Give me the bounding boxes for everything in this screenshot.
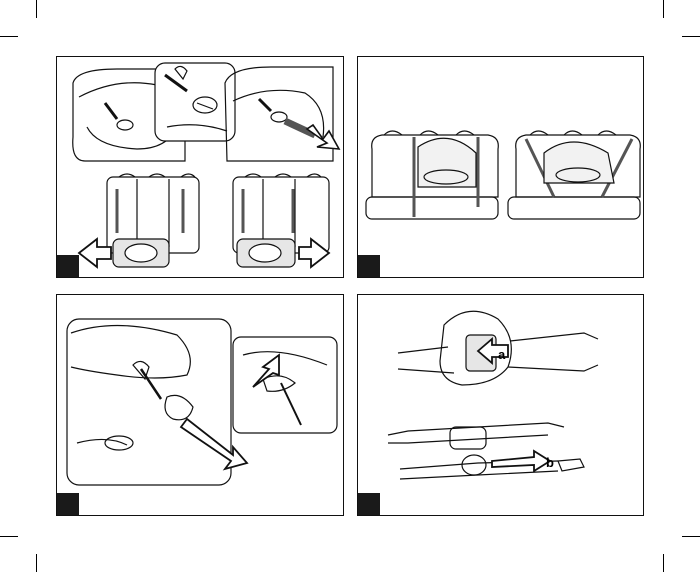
instruction-panel-clip-attachment xyxy=(56,294,344,516)
crop-mark xyxy=(0,36,18,37)
instruction-panel-seat-belt-routing xyxy=(56,56,344,278)
crop-mark xyxy=(663,554,664,572)
step-number-tab xyxy=(57,255,79,277)
step-number-tab xyxy=(358,255,380,277)
illustration-belt-clip-and-seats xyxy=(57,57,345,279)
step-number-tab xyxy=(57,493,79,515)
instruction-panel-belt-release: a b xyxy=(357,294,644,516)
illustration-clip-insert xyxy=(57,295,345,517)
instruction-panel-carrycot-on-back-seat xyxy=(357,56,644,278)
crop-mark xyxy=(36,0,37,18)
crop-mark xyxy=(663,0,664,18)
illustration-buckle-release: a b xyxy=(358,295,645,517)
crop-mark xyxy=(682,536,700,537)
step-number-tab xyxy=(358,493,380,515)
crop-mark xyxy=(682,36,700,37)
illustration-carrycot-installed xyxy=(358,57,645,279)
callout-b-label: b xyxy=(546,455,554,470)
callout-a-label: a xyxy=(498,347,506,362)
crop-mark xyxy=(36,554,37,572)
crop-mark xyxy=(0,536,18,537)
